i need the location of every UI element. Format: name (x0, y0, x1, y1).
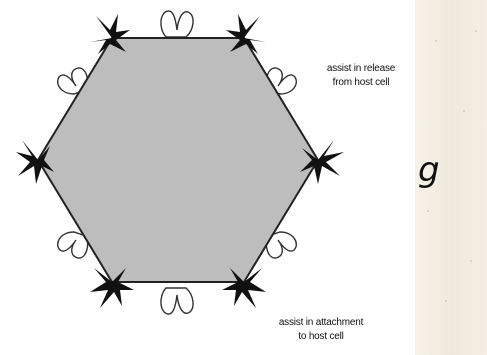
label-release-line2: from host cell (286, 76, 436, 90)
label-release: assist in release from host cell (286, 62, 436, 90)
fiber-bottom (161, 288, 193, 314)
label-attach-line2: to host cell (246, 330, 396, 344)
label-release-line1: assist in release (286, 62, 436, 76)
fiber-top (161, 11, 193, 37)
label-attach-line1: assist in attachment (246, 316, 396, 330)
label-attachment: assist in attachment to host cell (246, 316, 396, 344)
cropped-text-fragment: g (418, 150, 440, 190)
